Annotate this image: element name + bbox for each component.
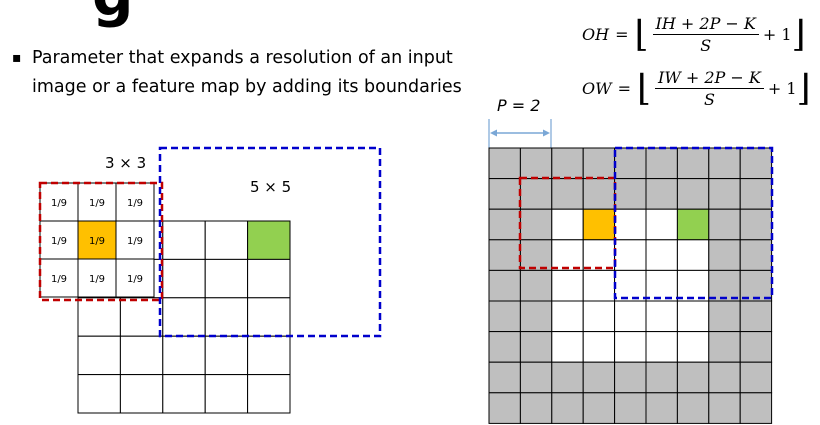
kernel-dashed-box [38,181,164,302]
input-cell [162,374,206,414]
input-cell [204,335,249,376]
input-cell [247,220,291,260]
input-cell [247,258,291,299]
input-cell [204,374,249,414]
input-cell [204,220,249,260]
formula-ow-numerator: IW + 2P − K [655,68,764,89]
floor-right-bracket: ⌋ [791,13,806,55]
input-cell [162,297,206,337]
formula-oh-plus-one: + 1 [762,25,792,44]
formula-ow: OW = ⌊ IW + 2P − K S + 1 ⌋ [582,67,811,109]
receptive-dashed-box [158,146,382,338]
input-cell [119,335,164,376]
floor-left-bracket: ⌊ [636,67,652,109]
kernel-weight: 1/9 [51,198,67,209]
bullet-text: Parameter that expands a resolution of a… [32,48,462,97]
kernel-weight: 1/9 [89,198,105,209]
floor-right-bracket: ⌋ [796,67,811,109]
input-cell [77,374,121,414]
kernel-weight: 1/9 [127,274,143,285]
input-cell [247,374,291,414]
kernel-cell [115,182,155,222]
formula-oh-denominator: S [700,36,712,55]
input-cell [162,220,206,260]
formula-oh: OH = ⌊ IH + 2P − K S + 1 ⌋ [582,13,806,55]
kernel-weight: 1/9 [51,236,67,247]
input-cell [119,297,164,337]
kernel-cell [77,220,117,260]
kernel-weight: 1/9 [89,274,105,285]
kernel-weight: 1/9 [127,198,143,209]
input-cell [77,335,121,376]
input-cell [204,258,249,299]
input-cell [162,335,206,376]
title-fragment: g [92,0,134,24]
formula-oh-lhs: OH [582,25,610,44]
kernel-weight: 1/9 [89,236,105,247]
kernel-weight: 1/9 [51,274,67,285]
kernel-size-label: 3 × 3 [105,154,146,172]
formula-ow-plus-one: + 1 [767,79,797,98]
input-cell [247,297,291,337]
input-cell [119,374,164,414]
kernel-weight: 1/9 [127,236,143,247]
formula-ow-denominator: S [703,90,715,109]
input-cell [204,297,249,337]
input-cell [247,335,291,376]
floor-left-bracket: ⌊ [634,13,649,55]
formula-ow-lhs: OW [582,79,612,98]
bullet-square-icon: ▪ [12,50,22,66]
kernel-cell [39,258,79,298]
formula-oh-numerator: IH + 2P − K [652,14,759,35]
input-size-label: 5 × 5 [250,178,291,196]
kernel-cell [39,220,79,260]
kernel-cell [115,258,155,298]
kernel-cell [39,182,79,222]
input-cell [77,297,121,337]
input-cell [162,258,206,299]
